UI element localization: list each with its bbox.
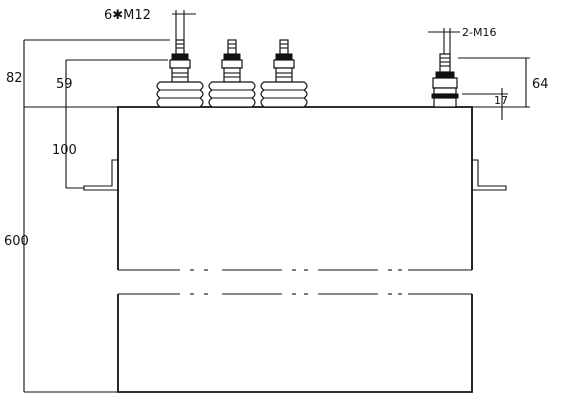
leader-ground-thread: 2-M16 (428, 26, 496, 54)
dimension-64-label: 64 (532, 77, 549, 92)
dimension-59-label: 59 (56, 77, 73, 92)
dimension-17-label: 17 (494, 94, 508, 107)
dimension-100: 100 (52, 107, 84, 189)
ground-thread-label: 2-M16 (462, 26, 496, 39)
dimension-82: 82 (6, 39, 170, 392)
terminal-thread-label: 6✱M12 (104, 8, 151, 23)
ground-bolt (431, 53, 459, 108)
mounting-bracket-right (472, 159, 507, 191)
capacitor-body-upper (117, 106, 473, 271)
capacitor-body-lower (117, 293, 473, 393)
bushing-3 (260, 39, 308, 108)
dimension-600-label: 600 (4, 234, 29, 249)
dimension-100-label: 100 (52, 143, 77, 158)
bushing-1 (156, 39, 204, 108)
dimension-600: 600 (4, 234, 118, 393)
dimension-82-label: 82 (6, 71, 23, 86)
dimension-17: 17 (462, 88, 530, 120)
dimension-59: 59 (56, 59, 168, 107)
bushing-2 (208, 39, 256, 108)
dimension-64: 64 (458, 57, 549, 107)
mounting-bracket-left (83, 159, 118, 191)
leader-terminal-thread: 6✱M12 (104, 8, 196, 40)
